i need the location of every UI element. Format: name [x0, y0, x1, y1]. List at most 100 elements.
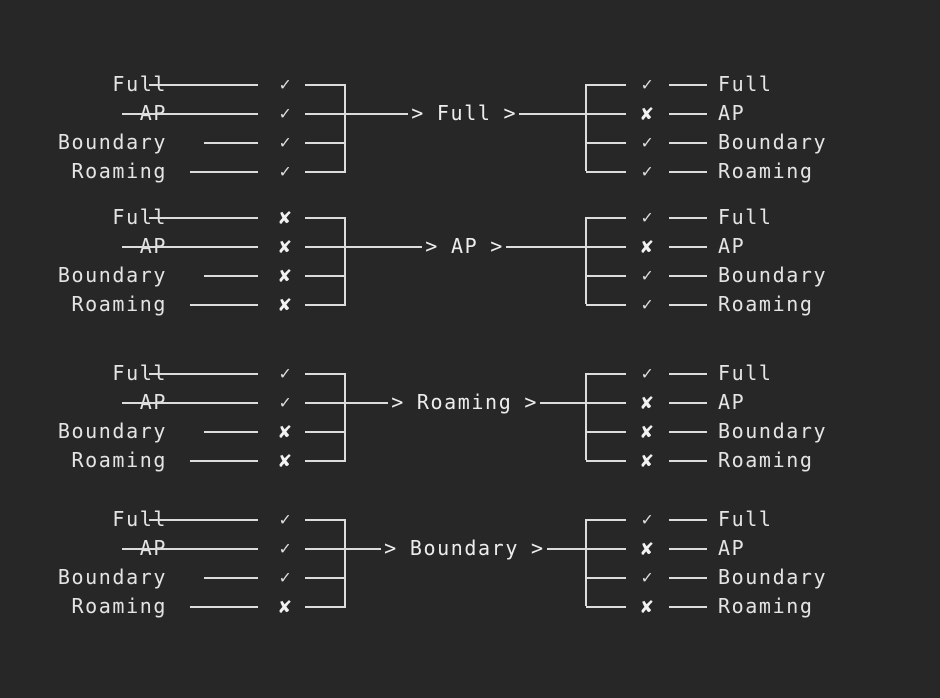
- input-connector-line: [190, 606, 258, 608]
- input-connector-line: [190, 304, 258, 306]
- input-cross-icon: ✘: [278, 263, 292, 287]
- input-mark: ✘: [272, 290, 298, 319]
- input-check-icon: ✓: [279, 103, 291, 124]
- output-label: Full: [718, 72, 773, 96]
- output-row: ✘AP: [0, 99, 940, 128]
- transition-state-label: Boundary: [409, 536, 519, 560]
- input-label: Roaming: [71, 594, 167, 618]
- input-check-icon: ✓: [279, 132, 291, 153]
- input-mark: ✓: [272, 505, 298, 534]
- input-bracket-stub: [305, 577, 346, 579]
- input-bracket-stub: [305, 275, 346, 277]
- input-bracket-spine: [344, 519, 346, 606]
- input-bracket-stub: [305, 246, 346, 248]
- output-mark: ✓: [634, 70, 660, 99]
- output-cross-icon: ✘: [640, 419, 654, 443]
- output-label: Full: [718, 205, 773, 229]
- input-row: AP ✓: [0, 388, 940, 417]
- input-connector-line: [203, 142, 258, 144]
- output-mark: ✓: [634, 505, 660, 534]
- output-label: Roaming: [718, 448, 814, 472]
- output-check-icon: ✓: [641, 363, 653, 384]
- input-check-icon: ✓: [279, 363, 291, 384]
- output-bracket-stub: [586, 304, 626, 306]
- output-mark: ✓: [634, 157, 660, 186]
- transition-group-full-transition: Full✓AP✓Boundary✓Roaming✓>Full>✓Full✘AP✓…: [0, 70, 940, 200]
- output-connector-line: [669, 304, 707, 306]
- input-connector-line: [203, 577, 258, 579]
- input-mark: ✘: [272, 417, 298, 446]
- input-connector-line: [203, 431, 258, 433]
- output-cross-icon: ✘: [640, 234, 654, 258]
- input-label: Boundary: [57, 263, 167, 287]
- input-bracket-stub: [305, 460, 346, 462]
- output-mark: ✓: [634, 563, 660, 592]
- input-mark: ✘: [272, 261, 298, 290]
- output-mark: ✘: [634, 388, 660, 417]
- transition-state-label: AP: [450, 234, 479, 258]
- chevron-right-icon: >: [384, 536, 398, 560]
- input-bracket-spine: [344, 373, 346, 460]
- output-bracket-stub: [586, 431, 626, 433]
- transition-arrow-shaft: [345, 548, 381, 550]
- output-check-icon: ✓: [641, 294, 653, 315]
- input-bracket-spine: [344, 84, 346, 171]
- output-bracket-stub: [586, 373, 626, 375]
- input-bracket-stub: [305, 171, 346, 173]
- output-connector-line: [669, 217, 707, 219]
- output-bracket-spine: [585, 373, 587, 460]
- output-connector-line: [669, 402, 707, 404]
- output-row: ✓Full: [0, 359, 940, 388]
- output-bracket-stub: [586, 246, 626, 248]
- input-check-icon: ✓: [279, 392, 291, 413]
- output-row: ✘AP: [0, 534, 940, 563]
- output-mark: ✘: [634, 232, 660, 261]
- output-row: ✓ Boundary: [0, 128, 940, 157]
- transition-arrow-shaft: [345, 246, 422, 248]
- output-mark: ✓: [634, 359, 660, 388]
- input-row: Boundary ✓: [0, 128, 940, 157]
- input-label: Roaming: [71, 159, 167, 183]
- input-bracket-stub: [305, 142, 346, 144]
- transition-state: >Roaming>: [389, 388, 540, 417]
- output-bracket-stub: [586, 142, 626, 144]
- output-bracket-stub: [586, 113, 626, 115]
- chevron-right-icon: >: [490, 234, 504, 258]
- output-mark: ✓: [634, 290, 660, 319]
- input-connector-line: [149, 373, 258, 375]
- output-cross-icon: ✘: [640, 101, 654, 125]
- input-connector-line: [190, 460, 258, 462]
- output-row: ✘ Roaming: [0, 592, 940, 621]
- output-mark: ✓: [634, 261, 660, 290]
- transition-group-ap-transition: Full✘AP✘Boundary✘Roaming✘>AP>✓Full✘AP✓Bo…: [0, 203, 940, 333]
- output-connector-line: [669, 431, 707, 433]
- transition-state-label: Full: [436, 101, 492, 125]
- input-label: Boundary: [57, 130, 167, 154]
- output-bracket-stub: [586, 171, 626, 173]
- output-bracket-spine: [585, 84, 587, 171]
- output-connector-line: [669, 275, 707, 277]
- input-row: Roaming ✓: [0, 157, 940, 186]
- output-label: AP: [718, 390, 746, 414]
- output-label: Roaming: [718, 292, 814, 316]
- output-connector-line: [669, 373, 707, 375]
- transition-arrow-shaft: [345, 113, 408, 115]
- input-mark: ✘: [272, 203, 298, 232]
- input-row: AP✓: [0, 99, 940, 128]
- input-connector-line: [122, 548, 258, 550]
- output-check-icon: ✓: [641, 132, 653, 153]
- output-label: Boundary: [718, 263, 828, 287]
- input-mark: ✓: [272, 128, 298, 157]
- output-row: ✘ AP: [0, 388, 940, 417]
- output-connector-line: [669, 171, 707, 173]
- input-bracket-stub: [305, 304, 346, 306]
- input-cross-icon: ✘: [278, 594, 292, 618]
- input-bracket-stub: [305, 606, 346, 608]
- input-connector-line: [122, 402, 258, 404]
- output-row: ✘ AP: [0, 232, 940, 261]
- output-row: ✓ Full: [0, 70, 940, 99]
- input-connector-line: [149, 84, 258, 86]
- output-label: Boundary: [718, 130, 828, 154]
- input-check-icon: ✓: [279, 538, 291, 559]
